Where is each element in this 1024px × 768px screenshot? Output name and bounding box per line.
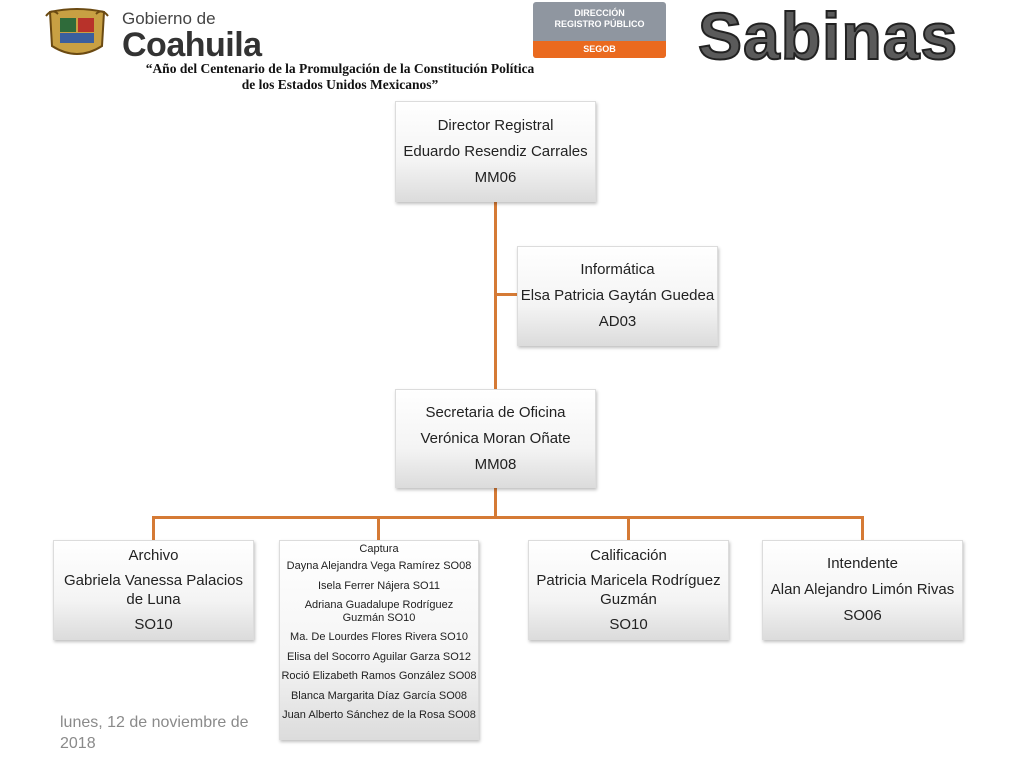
connector-captura	[377, 516, 380, 540]
motto: “Año del Centenario de la Promulgación d…	[120, 61, 560, 93]
archivo-box: Archivo Gabriela Vanessa Palacios de Lun…	[53, 540, 254, 640]
badge-footer: SEGOB	[533, 41, 666, 58]
secretaria-name: Verónica Moran Oñate	[420, 429, 571, 447]
slide-date: lunes, 12 de noviembre de 2018	[60, 714, 249, 752]
captura-member: Adriana Guadalupe Rodríguez Guzmán SO10	[304, 599, 454, 624]
calificacion-code: SO10	[609, 616, 648, 633]
connector-intendente	[861, 516, 864, 540]
calificacion-title: Calificación	[590, 547, 667, 564]
archivo-title: Archivo	[128, 547, 179, 564]
calificacion-name: Patricia Maricela Rodríguez Guzmán	[536, 572, 721, 608]
connector-archivo	[152, 516, 155, 540]
director-code: MM06	[474, 168, 517, 186]
secretaria-title: Secretaria de Oficina	[425, 403, 566, 421]
informatica-title: Informática	[580, 261, 655, 278]
captura-box: Captura Dayna Alejandra Vega Ramírez SO0…	[279, 540, 479, 740]
intendente-code: SO06	[843, 607, 882, 624]
connector-horizontal-bus	[152, 516, 864, 519]
captura-member: Juan Alberto Sánchez de la Rosa SO08	[282, 709, 476, 721]
captura-member: Isela Ferrer Nájera SO11	[317, 579, 441, 592]
calificacion-box: Calificación Patricia Maricela Rodríguez…	[528, 540, 729, 640]
intendente-name: Alan Alejandro Limón Rivas	[770, 581, 955, 598]
government-logo-text: Gobierno de Coahuila	[122, 9, 292, 64]
informatica-box: Informática Elsa Patricia Gaytán Guedea …	[517, 246, 718, 346]
motto-line-1: “Año del Centenario de la Promulgación d…	[145, 61, 535, 76]
archivo-name: Gabriela Vanessa Palacios de Luna	[64, 572, 243, 608]
informatica-name: Elsa Patricia Gaytán Guedea	[520, 287, 715, 304]
captura-member: Blanca Margarita Díaz García SO08	[290, 689, 468, 702]
motto-line-2: de los Estados Unidos Mexicanos”	[241, 77, 439, 92]
director-name: Eduardo Resendiz Carrales	[403, 142, 588, 160]
captura-title: Captura	[359, 543, 399, 555]
badge-line-1: DIRECCIÓN	[574, 8, 625, 18]
secretaria-box: Secretaria de Oficina Verónica Moran Oña…	[395, 389, 596, 488]
secretaria-code: MM08	[474, 455, 517, 473]
connector-calificacion	[627, 516, 630, 540]
coahuila-crest-logo	[44, 6, 110, 60]
captura-member: Ma. De Lourdes Flores Rivera SO10	[290, 631, 468, 643]
captura-member: Dayna Alejandra Vega Ramírez SO08	[286, 560, 472, 572]
connector-secretaria-bus	[494, 488, 497, 518]
intendente-title: Intendente	[827, 555, 898, 572]
intendente-box: Intendente Alan Alejandro Limón Rivas SO…	[762, 540, 963, 640]
director-title: Director Registral	[437, 116, 554, 134]
archivo-code: SO10	[134, 616, 173, 633]
badge-line-2: REGISTRO PÚBLICO	[554, 19, 645, 29]
brand-title: Sabinas	[697, 0, 959, 74]
registro-publico-badge: DIRECCIÓN REGISTRO PÚBLICO SEGOB	[533, 2, 666, 58]
director-box: Director Registral Eduardo Resendiz Carr…	[395, 101, 596, 202]
gov-big-label: Coahuila	[122, 26, 262, 64]
captura-member: Roció Elizabeth Ramos González SO08	[281, 670, 477, 682]
informatica-code: AD03	[598, 313, 637, 330]
gov-small-label: Gobierno de	[122, 9, 216, 28]
captura-member: Elisa del Socorro Aguilar Garza SO12	[286, 650, 472, 663]
connector-informatica	[494, 293, 518, 296]
